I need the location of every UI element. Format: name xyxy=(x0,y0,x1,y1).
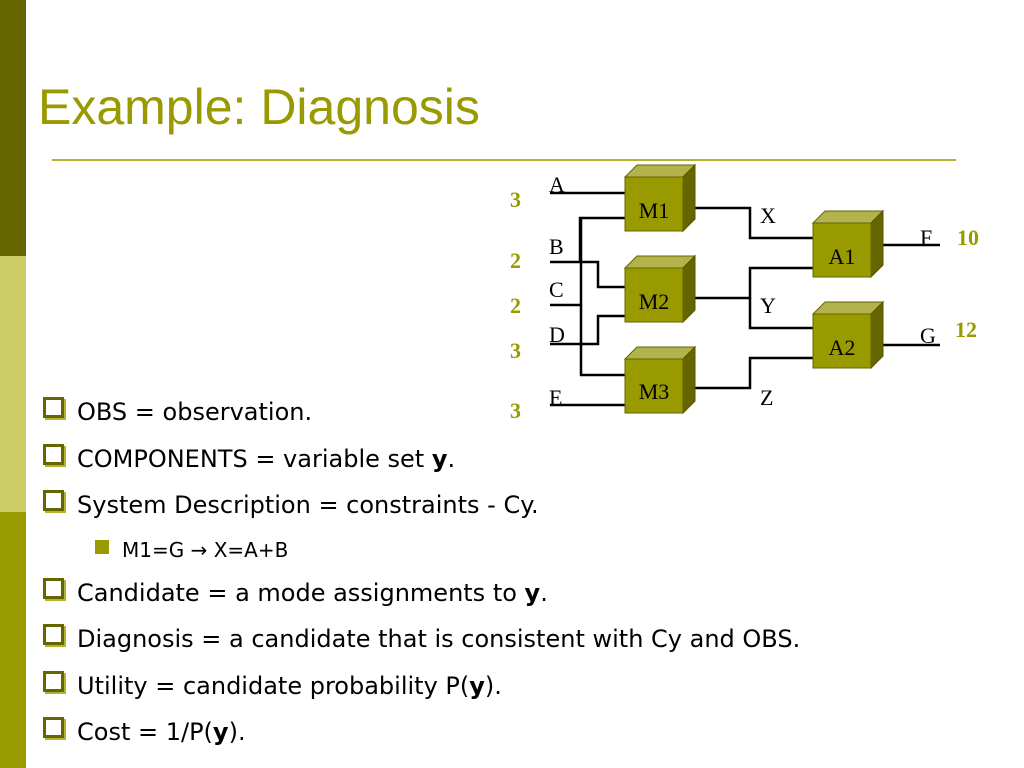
intermediate-label-x: X xyxy=(760,203,776,228)
bullet-text: Cost = 1/P( xyxy=(77,718,213,746)
bullet-box-icon xyxy=(43,717,64,738)
bullet-text: Utility = candidate probability P( xyxy=(77,671,470,700)
bullet-text: Diagnosis = a candidate that is consiste… xyxy=(77,625,801,653)
title-underline xyxy=(52,159,956,161)
input-value-a: 3 xyxy=(510,187,521,212)
input-value-e: 3 xyxy=(510,398,521,423)
input-label-d: D xyxy=(549,322,565,347)
output-value-f: 10 xyxy=(957,225,979,250)
intermediate-label-z: Z xyxy=(760,385,773,410)
sidebar-segment-dark xyxy=(0,0,26,256)
bullet-text: ). xyxy=(228,718,246,746)
sidebar-segment-light xyxy=(0,256,26,512)
wire-y-a2 xyxy=(748,298,815,330)
bullet-box-icon xyxy=(43,624,64,645)
bullet-square-icon xyxy=(95,539,109,554)
bullet-text: . xyxy=(540,578,548,607)
bullet-item-diagnosis: Diagnosis = a candidate that is consiste… xyxy=(40,623,1020,670)
bullet-item-system-description: System Description = constraints - Cy. xyxy=(40,489,1020,536)
bullet-text-bold: y xyxy=(469,671,485,700)
bullet-text: . xyxy=(447,444,456,473)
output-label-g: G xyxy=(920,323,936,348)
bullet-text-bold: y xyxy=(212,718,229,746)
bullet-box-icon xyxy=(43,490,64,511)
sidebar-decoration xyxy=(0,0,26,768)
bullet-item-utility: Utility = candidate probability P(y). xyxy=(40,670,1020,717)
component-label-a2: A2 xyxy=(829,335,856,360)
bullet-text: M1=G → X=A+B xyxy=(122,537,289,562)
wire-y xyxy=(683,266,815,300)
input-label-e: E xyxy=(549,385,562,410)
bullet-text: OBS = observation. xyxy=(77,398,313,426)
intermediate-label-y: Y xyxy=(760,293,776,318)
wire-d-m2 xyxy=(550,314,625,346)
input-value-d: 3 xyxy=(510,338,521,363)
bullet-box-icon xyxy=(43,670,64,692)
bullet-item-m1-rule: M1=G → X=A+B xyxy=(40,536,1020,577)
bullet-item-obs: OBS = observation. xyxy=(40,396,1020,443)
bullet-box-icon xyxy=(43,397,64,418)
input-value-b: 2 xyxy=(510,248,521,273)
sidebar-segment-mid xyxy=(0,512,26,768)
component-m1: M1 xyxy=(624,164,696,232)
bullet-item-candidate: Candidate = a mode assignments to y. xyxy=(40,577,1020,624)
component-label-m2: M2 xyxy=(639,289,670,314)
input-value-c: 2 xyxy=(510,293,521,318)
wire-x xyxy=(683,206,815,240)
output-value-g: 12 xyxy=(955,317,977,342)
bullet-box-icon xyxy=(43,577,64,599)
output-label-f: F xyxy=(920,225,932,250)
component-a1: A1 xyxy=(812,210,884,278)
bullet-item-components: COMPONENTS = variable set y. xyxy=(40,443,1020,490)
wire-c-m3 xyxy=(579,305,625,377)
bullet-item-cost: Cost = 1/P(y). xyxy=(40,716,1020,763)
input-label-c: C xyxy=(549,277,564,302)
bullet-text: COMPONENTS = variable set xyxy=(77,444,432,473)
bullet-text-bold: y xyxy=(524,578,541,607)
component-label-m1: M1 xyxy=(639,198,670,223)
wire-b-m2 xyxy=(580,260,625,289)
bullet-text-bold: y xyxy=(431,444,448,473)
component-a2: A2 xyxy=(812,301,884,369)
bullet-text: System Description = constraints - Cy. xyxy=(77,491,539,519)
slide-title: Example: Diagnosis xyxy=(38,79,480,135)
bullet-list: OBS = observation. COMPONENTS = variable… xyxy=(40,396,1020,763)
component-m2: M2 xyxy=(624,255,696,323)
input-label-b: B xyxy=(549,234,564,259)
bullet-box-icon xyxy=(43,443,64,465)
bullet-text: Candidate = a mode assignments to xyxy=(77,578,525,607)
wire-z xyxy=(683,356,815,390)
component-label-m3: M3 xyxy=(639,379,670,404)
component-m3: M3 xyxy=(624,346,696,414)
component-label-a1: A1 xyxy=(829,244,856,269)
bullet-text: ). xyxy=(484,671,502,700)
input-label-a: A xyxy=(549,172,565,197)
